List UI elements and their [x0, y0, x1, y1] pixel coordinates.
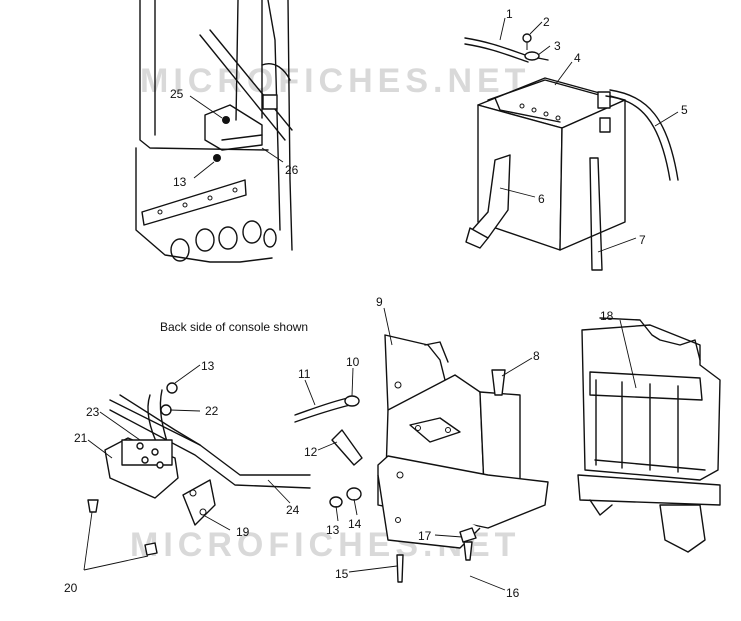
callout-11: 11	[298, 367, 311, 381]
callout-13-bracket: 13	[326, 523, 340, 537]
battery-view	[464, 33, 679, 271]
callout-25: 25	[170, 87, 184, 101]
callout-22: 22	[205, 404, 219, 418]
callout-18: 18	[600, 309, 614, 323]
callout-2: 2	[543, 15, 550, 29]
relay-view: Back side of console shown	[87, 320, 311, 556]
callout-20: 20	[64, 581, 78, 595]
callouts: 1 2 3 4 5 6 7 8 9 10 11 12 13 13 13 14 1…	[64, 7, 688, 600]
callout-7: 7	[639, 233, 646, 247]
callout-12: 12	[304, 445, 318, 459]
callout-13-frame: 13	[173, 175, 187, 189]
callout-24: 24	[286, 503, 300, 517]
callout-4: 4	[574, 51, 581, 65]
battery-bracket-view	[294, 334, 549, 583]
callout-10: 10	[346, 355, 360, 369]
callout-8: 8	[533, 349, 540, 363]
screw-icon	[222, 116, 230, 124]
callout-9: 9	[376, 295, 383, 309]
leader-lines	[83, 17, 679, 591]
nut-icon	[213, 154, 221, 162]
callout-15: 15	[335, 567, 349, 581]
battery-box-view	[577, 317, 721, 553]
watermark-top: MICROFICHES.NET	[140, 62, 530, 100]
callout-23: 23	[86, 405, 100, 419]
console-frame-view	[135, 0, 293, 263]
callout-5: 5	[681, 103, 688, 117]
callout-16: 16	[506, 586, 520, 600]
callout-21: 21	[74, 431, 88, 445]
callout-13-relay: 13	[201, 359, 215, 373]
callout-19: 19	[236, 525, 250, 539]
callout-17: 17	[418, 529, 432, 543]
callout-3: 3	[554, 39, 561, 53]
callout-6: 6	[538, 192, 545, 206]
callout-26: 26	[285, 163, 299, 177]
callout-14: 14	[348, 517, 362, 531]
callout-1: 1	[506, 7, 513, 21]
diagram-caption: Back side of console shown	[160, 320, 308, 334]
